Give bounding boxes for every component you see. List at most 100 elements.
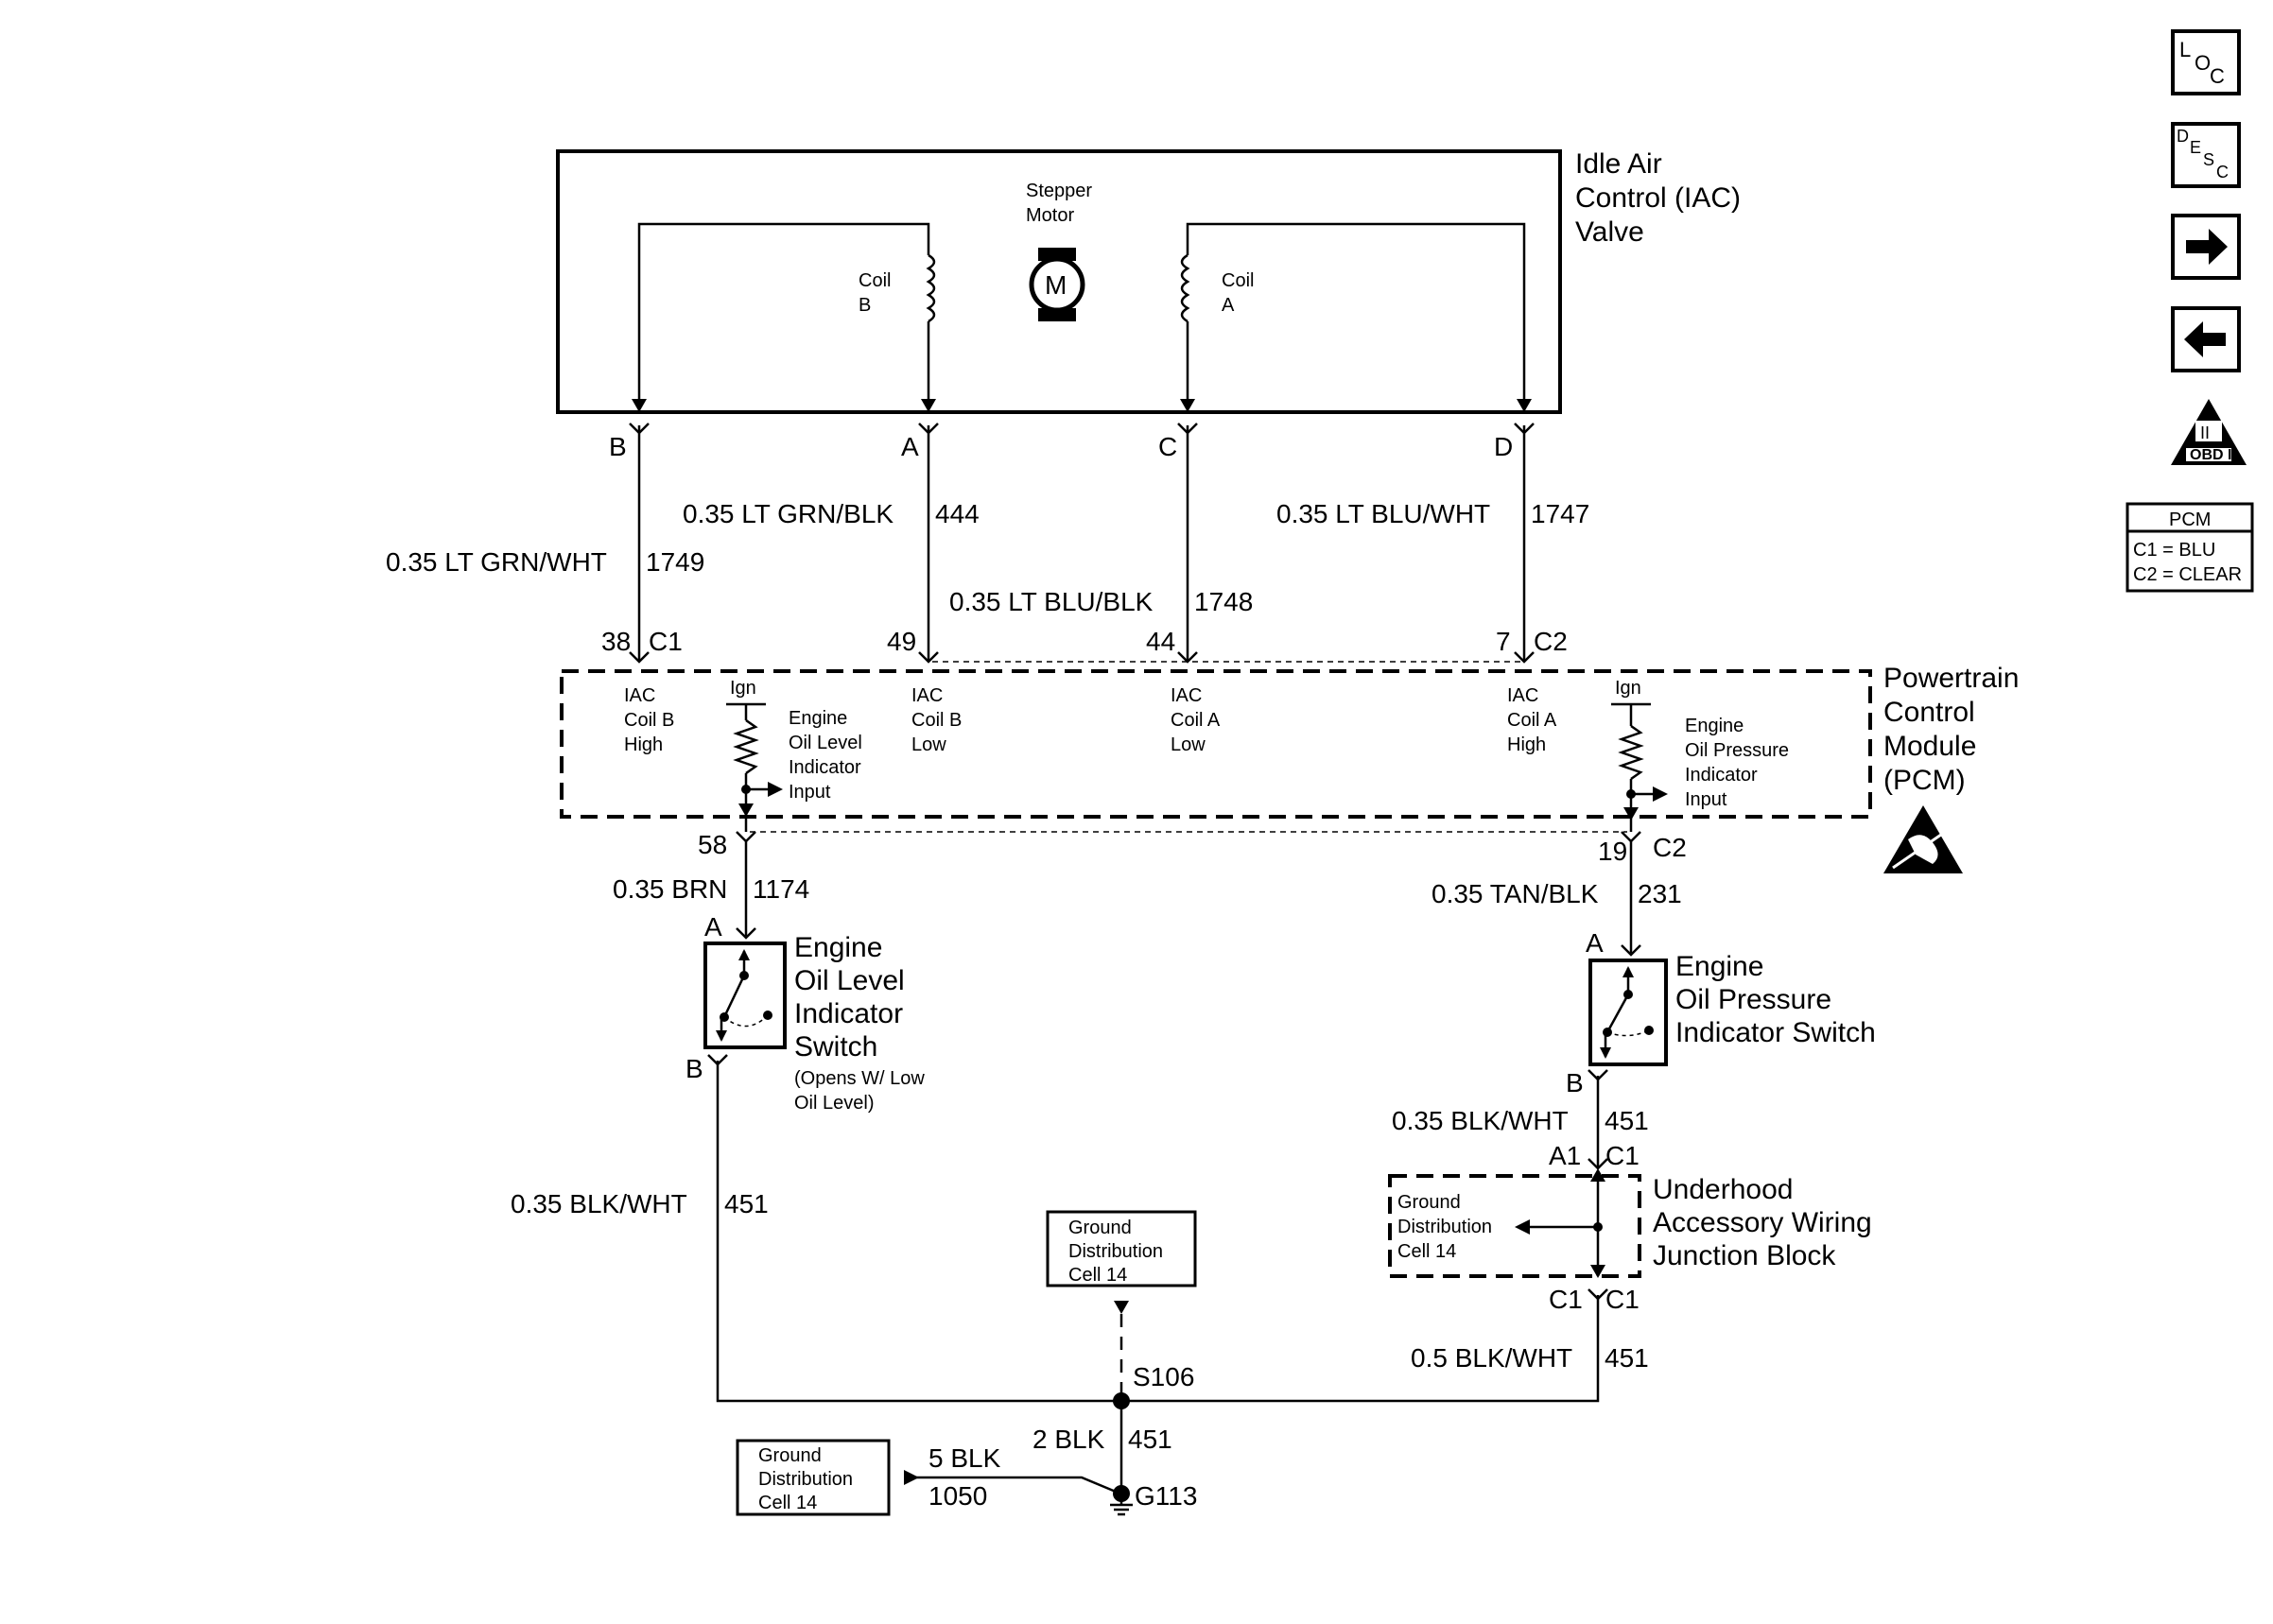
svg-text:Cell 14: Cell 14 <box>758 1493 817 1513</box>
pcm-conn-c1: C1 <box>649 627 683 656</box>
obd-ii-button[interactable]: II OBD II <box>2171 399 2247 465</box>
ground-distribution-ref-left[interactable]: Ground Distribution Cell 14 <box>736 1439 891 1516</box>
svg-text:Oil Level: Oil Level <box>794 965 905 996</box>
wire-451-left-color: 0.35 BLK/WHT <box>511 1189 687 1218</box>
wire-451-right-bottom-color: 0.5 BLK/WHT <box>1411 1343 1572 1373</box>
svg-text:Control: Control <box>1883 697 1975 728</box>
svg-text:Engine: Engine <box>1675 951 1763 982</box>
svg-text:Junction Block: Junction Block <box>1653 1240 1836 1271</box>
svg-text:Engine: Engine <box>1685 716 1744 736</box>
svg-text:Coil B: Coil B <box>911 710 962 731</box>
svg-text:A: A <box>704 912 722 942</box>
esd-sensitive-icon <box>1883 805 1963 873</box>
svg-text:Coil: Coil <box>1222 270 1254 291</box>
svg-text:C: C <box>2216 163 2229 181</box>
svg-text:D: D <box>2177 127 2189 146</box>
svg-text:Ground: Ground <box>1068 1218 1132 1238</box>
svg-text:Indicator: Indicator <box>794 998 903 1029</box>
arrow-right-icon <box>2186 229 2228 265</box>
wire-1748-circuit: 1748 <box>1194 587 1253 616</box>
loc-button[interactable]: L O C <box>2171 29 2241 95</box>
svg-text:Coil A: Coil A <box>1507 710 1557 731</box>
svg-text:Low: Low <box>1171 734 1206 755</box>
svg-text:Ground: Ground <box>1397 1192 1461 1213</box>
svg-text:B: B <box>859 295 871 316</box>
svg-text:OBD II: OBD II <box>2190 447 2236 463</box>
svg-text:(Opens W/ Low: (Opens W/ Low <box>794 1068 925 1089</box>
svg-text:(PCM): (PCM) <box>1883 765 1966 796</box>
wire-1050-circuit: 1050 <box>928 1481 987 1511</box>
pcm-conn-c2: C2 <box>1534 627 1568 656</box>
switch-icon <box>716 949 772 1042</box>
wire-451-left-circuit: 451 <box>724 1189 769 1218</box>
svg-text:E: E <box>2190 138 2201 157</box>
svg-text:Distribution: Distribution <box>1068 1241 1163 1262</box>
pcm-key-title: PCM <box>2169 510 2211 530</box>
iac-valve: Idle Air Control (IAC) Valve Coil B Coil… <box>556 148 1741 414</box>
svg-text:Indicator: Indicator <box>1685 765 1758 786</box>
svg-text:C1: C1 <box>1605 1285 1640 1314</box>
svg-text:A: A <box>1222 295 1235 316</box>
iac-pin-c: C <box>1158 432 1177 461</box>
wire-231-color: 0.35 TAN/BLK <box>1431 879 1599 908</box>
wire-451-right-bottom-circuit: 451 <box>1605 1343 1649 1373</box>
ground-label: G113 <box>1135 1481 1197 1511</box>
svg-text:A: A <box>1586 928 1604 958</box>
oil-level-resistor-icon <box>733 718 759 775</box>
pcm-pin-38: 38 <box>601 627 631 656</box>
svg-text:C: C <box>2210 64 2225 88</box>
pcm-pin-58: 58 <box>698 830 727 859</box>
coil-a-winding <box>1180 253 1190 323</box>
svg-text:Oil Pressure: Oil Pressure <box>1685 740 1789 761</box>
svg-text:Module: Module <box>1883 731 1976 762</box>
wire-451-right-top-color: 0.35 BLK/WHT <box>1392 1106 1569 1135</box>
svg-text:IAC: IAC <box>1171 685 1202 706</box>
engine-oil-pressure-switch: A B Engine Oil Pressure Indicator Switch <box>1566 928 1876 1097</box>
svg-text:A1: A1 <box>1549 1141 1581 1170</box>
arrow-left-icon <box>2184 321 2226 357</box>
wire-ground-lead-circuit: 451 <box>1128 1425 1172 1454</box>
next-arrow-button[interactable] <box>2171 214 2241 280</box>
svg-text:Coil A: Coil A <box>1171 710 1221 731</box>
svg-text:High: High <box>624 734 663 755</box>
pcm-conn-c2-bottom: C2 <box>1653 833 1687 862</box>
svg-text:Control (IAC): Control (IAC) <box>1575 182 1741 214</box>
svg-text:Oil Pressure: Oil Pressure <box>1675 984 1831 1015</box>
oil-pressure-resistor-icon <box>1618 724 1644 781</box>
svg-text:Switch: Switch <box>794 1031 877 1063</box>
svg-text:Accessory Wiring: Accessory Wiring <box>1653 1207 1872 1238</box>
desc-button[interactable]: D E S C <box>2171 122 2241 188</box>
svg-text:Idle Air: Idle Air <box>1575 148 1662 180</box>
svg-text:Coil B: Coil B <box>624 710 674 731</box>
svg-text:Powertrain: Powertrain <box>1883 663 2019 694</box>
svg-text:B: B <box>1566 1068 1584 1097</box>
svg-text:Distribution: Distribution <box>1397 1217 1492 1237</box>
svg-text:Underhood: Underhood <box>1653 1174 1793 1205</box>
svg-text:Indicator: Indicator <box>789 757 861 778</box>
svg-text:Ign: Ign <box>1615 678 1641 699</box>
svg-text:High: High <box>1507 734 1546 755</box>
ground-distribution-ref-center[interactable]: Ground Distribution Cell 14 <box>1046 1210 1197 1287</box>
svg-text:II: II <box>2200 423 2210 442</box>
wire-1174-color: 0.35 BRN <box>613 874 727 904</box>
pcm-connector-key: PCM C1 = BLU C2 = CLEAR <box>2126 502 2254 593</box>
svg-text:Motor: Motor <box>1026 205 1074 226</box>
svg-text:IAC: IAC <box>911 685 943 706</box>
pcm-pin-19: 19 <box>1598 837 1627 866</box>
prev-arrow-button[interactable] <box>2171 306 2241 372</box>
svg-text:C1: C1 <box>1549 1285 1583 1314</box>
wire-231-circuit: 231 <box>1638 879 1682 908</box>
pcm-module: Powertrain Control Module (PCM) IAC Coil… <box>560 663 2019 832</box>
wire-1747-circuit: 1747 <box>1531 499 1589 528</box>
svg-text:Engine: Engine <box>789 708 847 729</box>
svg-text:Engine: Engine <box>794 932 882 963</box>
svg-text:Oil Level): Oil Level) <box>794 1093 874 1114</box>
svg-text:Distribution: Distribution <box>758 1469 853 1490</box>
svg-text:Cell 14: Cell 14 <box>1397 1241 1456 1262</box>
wire-444-circuit: 444 <box>935 499 980 528</box>
stepper-motor-icon: M <box>1029 248 1085 321</box>
svg-text:Low: Low <box>911 734 946 755</box>
svg-text:Coil: Coil <box>859 270 891 291</box>
wire-451-right-top-circuit: 451 <box>1605 1106 1649 1135</box>
